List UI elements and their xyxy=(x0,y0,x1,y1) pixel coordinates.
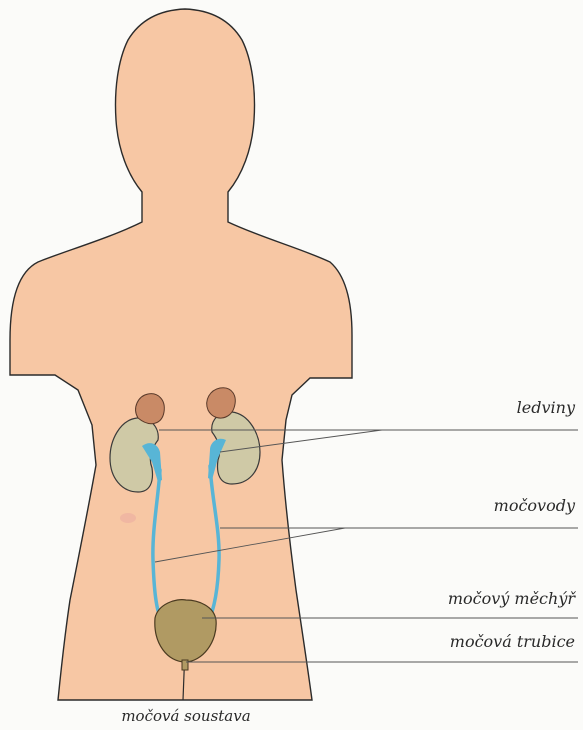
body-silhouette xyxy=(10,9,352,700)
figure-caption: močová soustava xyxy=(0,707,372,725)
right-adrenal-gland xyxy=(207,388,235,418)
label-bladder: močový měchýř xyxy=(448,589,575,608)
label-urethra: močová trubice xyxy=(450,632,575,651)
label-kidneys: ledviny xyxy=(517,398,575,417)
left-adrenal-gland xyxy=(136,394,165,424)
navel-mark xyxy=(120,513,136,523)
urethra xyxy=(182,660,188,670)
label-ureters: močovody xyxy=(494,496,575,515)
